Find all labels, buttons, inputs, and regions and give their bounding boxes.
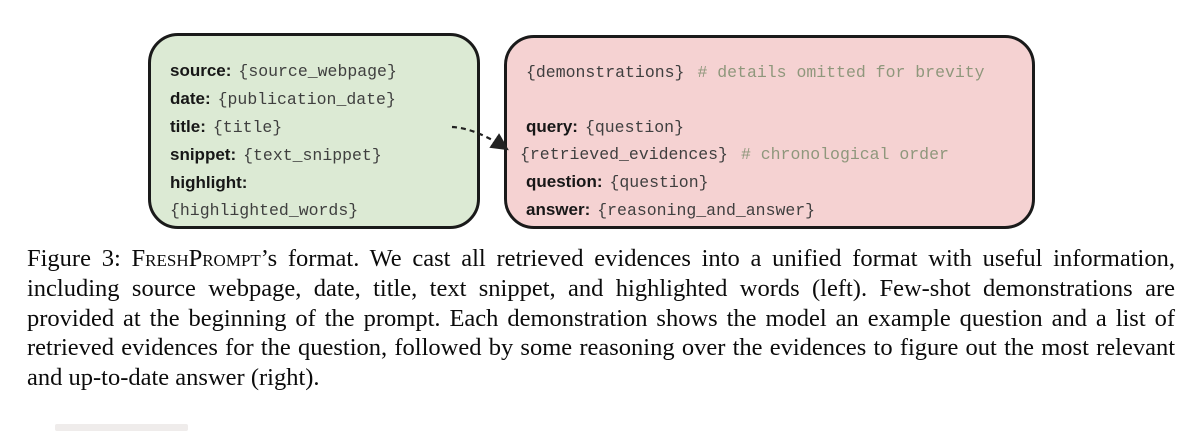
prompt-line-retrieved-evidences: {retrieved_evidences} # chronological ord… (520, 141, 1016, 168)
code-comment: # chronological order (740, 145, 949, 164)
evidence-line-highlight: highlight: (170, 169, 461, 197)
field-label: answer: (526, 200, 591, 219)
field-label: snippet: (170, 145, 237, 164)
field-placeholder: {publication_date} (217, 90, 396, 109)
evidence-format-box: source: {source_webpage} date: {publicatio… (148, 33, 480, 229)
prompt-line-query: query: {question} (526, 113, 1016, 141)
caption-smallcaps-term: FreshPrompt (131, 245, 261, 272)
prompt-line-demonstrations: {demonstrations} # details omitted for br… (526, 59, 1016, 86)
evidence-line-snippet: snippet: {text_snippet} (170, 141, 461, 169)
caption-prefix: Figure 3: (27, 245, 132, 272)
field-label: query: (526, 117, 578, 136)
caption-body: ’s format. We cast all retrieved evidenc… (27, 245, 1175, 392)
figure-caption: Figure 3: FreshPrompt’s format. We cast … (27, 244, 1175, 393)
evidence-line-source: source: {source_webpage} (170, 57, 461, 85)
field-label: date: (170, 89, 211, 108)
field-placeholder: {retrieved_evidences} (520, 145, 728, 164)
prompt-line-answer: answer: {reasoning_and_answer} (526, 196, 1016, 224)
prompt-format-box: {demonstrations} # details omitted for br… (504, 35, 1035, 229)
field-placeholder: {demonstrations} (526, 63, 685, 82)
field-placeholder: {source_webpage} (238, 62, 397, 81)
field-label: title: (170, 117, 206, 136)
evidence-line-title: title: {title} (170, 113, 461, 141)
field-label: source: (170, 61, 232, 80)
field-placeholder: {highlighted_words} (170, 201, 359, 220)
code-comment: # details omitted for brevity (697, 63, 985, 82)
field-placeholder: {question} (609, 173, 709, 192)
evidence-line-highlighted-words: {highlighted_words} (170, 197, 461, 224)
prompt-line-question: question: {question} (526, 168, 1016, 196)
cropped-text-remnant (55, 424, 188, 431)
field-label: highlight: (170, 173, 248, 192)
prompt-line-blank (526, 86, 1016, 113)
field-placeholder: {reasoning_and_answer} (597, 201, 816, 220)
field-label: question: (526, 172, 603, 191)
field-placeholder: {text_snippet} (243, 146, 382, 165)
field-placeholder: {title} (212, 118, 283, 137)
field-placeholder: {question} (584, 118, 684, 137)
evidence-line-date: date: {publication_date} (170, 85, 461, 113)
